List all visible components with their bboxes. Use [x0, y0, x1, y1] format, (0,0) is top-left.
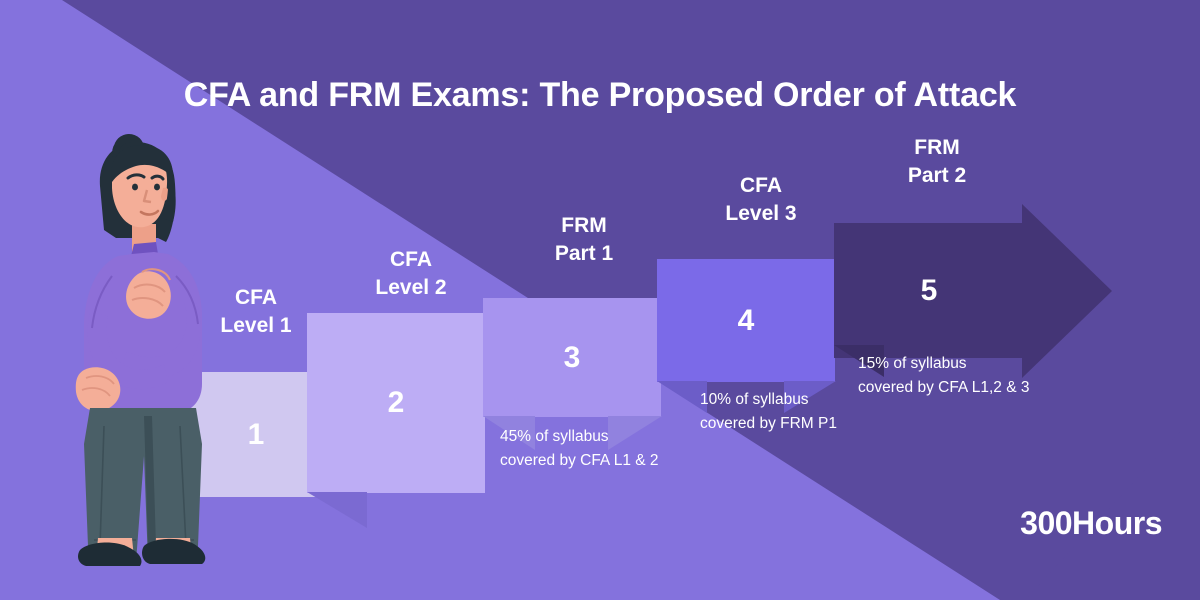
hair-bun-strand: [112, 135, 133, 157]
resting-hand-crease-1: [85, 375, 115, 385]
brand-logo: 300Hours: [1020, 505, 1162, 541]
step-4[interactable]: 4: [657, 259, 835, 382]
hair-side-strand: [162, 170, 176, 222]
step-3-label: FRM Part 1: [554, 214, 614, 265]
hand-crease-1: [141, 268, 171, 281]
pants-seam-left: [99, 425, 105, 547]
step-5-label: FRM Part 2: [907, 136, 967, 187]
step-3-number: 3: [563, 340, 581, 374]
shoe-right: [142, 538, 206, 564]
mouth-shape: [139, 209, 160, 216]
step-1-number: 1: [247, 417, 265, 451]
pants-center-shade: [144, 416, 156, 546]
page-title: CFA and FRM Exams: The Proposed Order of…: [183, 76, 1017, 114]
step-4-block: 4: [657, 259, 835, 382]
step-2-block: 2: [307, 313, 485, 493]
hand-to-chin-shape: [126, 271, 171, 319]
step-2[interactable]: 2: [307, 313, 485, 493]
eyebrow-left: [126, 173, 146, 180]
step-3[interactable]: 3: [483, 298, 661, 417]
step-2-number: 2: [387, 386, 405, 419]
pants-seam-right: [179, 425, 187, 547]
step-4-label: CFA Level 3: [725, 174, 797, 225]
step-4-note: 10% of syllabus covered by FRM P1: [700, 391, 837, 433]
hair-front-shape: [111, 144, 174, 182]
eye-left: [132, 183, 138, 191]
eyebrow-right: [150, 174, 165, 181]
resting-hand-crease-2: [81, 387, 111, 397]
hand-crease-3: [131, 297, 164, 307]
sleeve-line-left: [91, 275, 113, 329]
eye-right: [154, 183, 160, 191]
step-5-block: 5: [834, 223, 1024, 358]
step-3-block: 3: [483, 298, 661, 417]
sleeve-line-right: [175, 275, 199, 325]
sweater-left-arm: [87, 312, 168, 390]
shoe-left: [78, 542, 142, 566]
step-5-number: 5: [920, 273, 938, 307]
woman-thinking-illustration: [75, 134, 206, 566]
step-2-label: CFA Level 2: [375, 248, 447, 299]
step-5[interactable]: 5: [834, 223, 1024, 358]
step-3-note: 45% of syllabus covered by CFA L1 & 2: [500, 428, 659, 470]
step-4-number: 4: [737, 303, 755, 337]
ear-shape: [161, 187, 170, 201]
hand-crease-2: [133, 283, 166, 293]
nose-shape: [142, 189, 152, 204]
step-5-note: 15% of syllabus covered by CFA L1,2 & 3: [858, 355, 1030, 397]
sweater-right-arm: [122, 302, 201, 379]
pants-shape: [84, 408, 202, 562]
step-1-label: CFA Level 1: [220, 286, 292, 337]
